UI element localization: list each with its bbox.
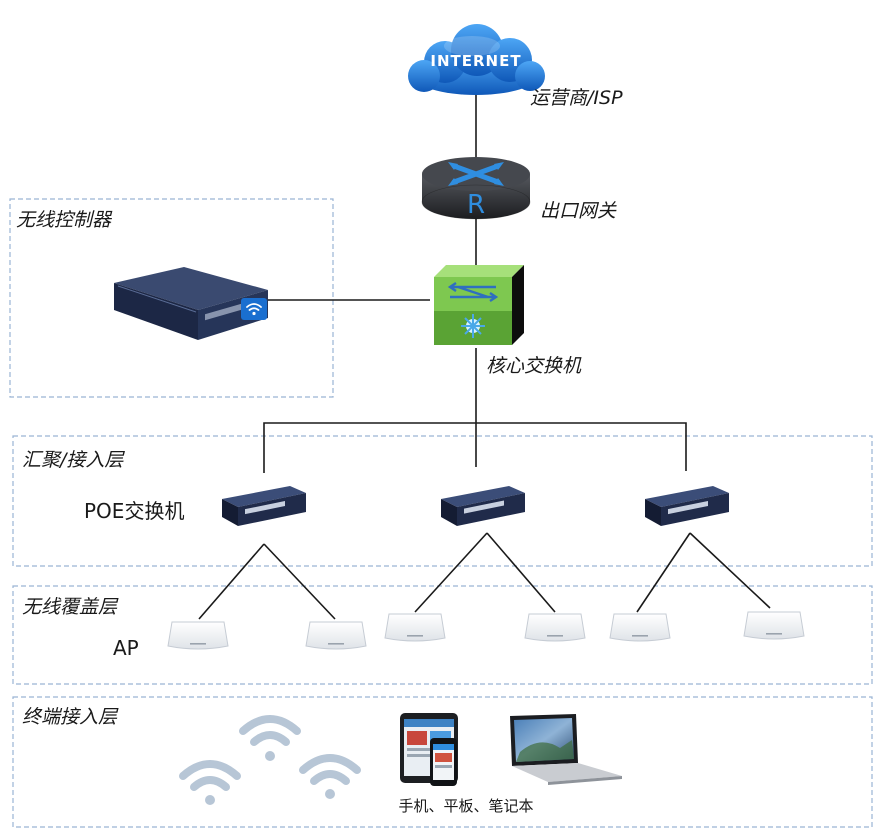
router: R 出口网关 <box>421 157 617 222</box>
zone-border <box>9 198 334 398</box>
ap-label: AP <box>113 636 139 660</box>
poe-switch-icon <box>645 486 729 526</box>
ap-6 <box>743 611 805 640</box>
cloud-text: INTERNET <box>430 52 521 70</box>
link-switch1-ap2 <box>263 543 336 620</box>
poe-switch-1 <box>222 486 306 526</box>
router-glyph: R <box>467 190 485 220</box>
poe-switch-3 <box>645 486 729 526</box>
ap-4 <box>524 613 586 642</box>
tablet-phone-icon <box>400 713 458 786</box>
isp-label: 运营商/ISP <box>530 87 623 109</box>
link-switch3-ap5 <box>636 532 691 613</box>
core-switch-icon <box>434 265 524 345</box>
core-switch-label: 核心交换机 <box>486 355 582 377</box>
zone-border <box>12 696 873 828</box>
link-distribution-bus <box>263 422 687 473</box>
core-switch: 核心交换机 <box>434 265 582 377</box>
zone-border <box>12 435 873 567</box>
access-point-icon <box>609 613 671 642</box>
access-point-icon <box>305 621 367 650</box>
terminals-label: 手机、平板、笔记本 <box>398 797 533 815</box>
link-switch2-ap3 <box>414 532 488 613</box>
router-icon <box>421 157 531 220</box>
zone-label-coverage: 无线覆盖层 <box>22 596 119 618</box>
access-point-icon <box>167 621 229 650</box>
zone-terminal: 终端接入层 <box>12 696 873 828</box>
zone-label-aggregation: 汇聚/接入层 <box>22 449 125 471</box>
wifi-signal-icon <box>239 715 301 761</box>
zone-coverage: 无线覆盖层 <box>12 585 873 685</box>
ap-2 <box>305 621 367 650</box>
zone-border <box>12 585 873 685</box>
router-label: 出口网关 <box>540 200 617 222</box>
link-switch1-ap1 <box>198 543 265 620</box>
zone-wireless-controller: 无线控制器 <box>9 198 334 398</box>
access-point-icon <box>743 611 805 640</box>
link-switch3-ap6 <box>689 532 771 609</box>
links <box>198 90 771 620</box>
poe-switch-2 <box>441 486 525 526</box>
zone-label-terminal: 终端接入层 <box>22 706 119 728</box>
ap-5 <box>609 613 671 642</box>
ap-3 <box>384 613 446 642</box>
internet-cloud: INTERNET 运营商/ISP <box>408 24 623 109</box>
cloud-icon <box>408 24 545 95</box>
access-point-icon <box>524 613 586 642</box>
wifi-badge-icon <box>241 298 267 320</box>
ap-1 <box>167 621 229 650</box>
wireless-controller <box>114 267 268 340</box>
zone-label-controller: 无线控制器 <box>16 209 113 231</box>
wifi-signal-icon <box>299 754 361 799</box>
wifi-signal-icon <box>179 760 241 805</box>
poe-switch-icon <box>222 486 306 526</box>
poe-switch-label: POE交换机 <box>84 499 184 523</box>
link-switch2-ap4 <box>486 532 556 613</box>
zone-aggregation: 汇聚/接入层 <box>12 435 873 567</box>
access-point-icon <box>384 613 446 642</box>
laptop-icon <box>510 714 622 785</box>
poe-switch-icon <box>441 486 525 526</box>
